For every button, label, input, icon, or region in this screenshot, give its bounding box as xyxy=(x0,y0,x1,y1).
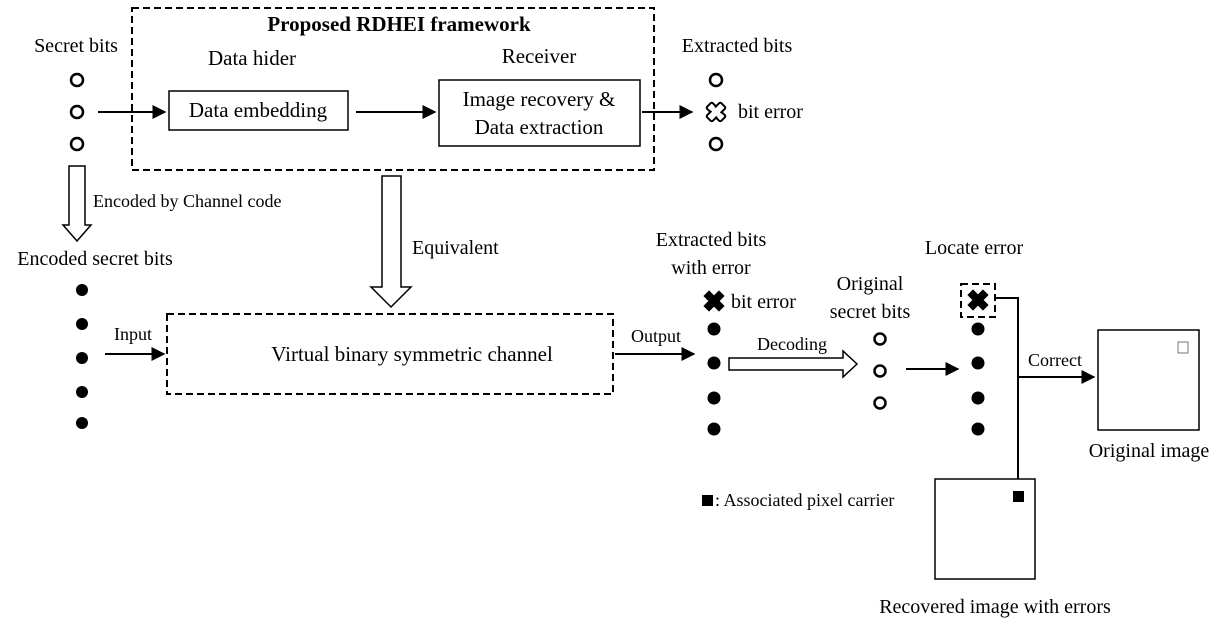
encoded-by-label: Encoded by Channel code xyxy=(93,191,281,211)
original-secret-line1: Original xyxy=(837,273,904,295)
input-label: Input xyxy=(114,324,152,344)
secret-bits-label: Secret bits xyxy=(34,35,118,57)
extracted-bit xyxy=(708,136,724,152)
decoding-hollow-arrow xyxy=(728,349,859,379)
secret-bit xyxy=(69,104,85,120)
located-bit xyxy=(971,422,985,436)
correct-label: Correct xyxy=(1028,350,1082,370)
recovery-line1: Image recovery & xyxy=(463,87,616,111)
secret-bit xyxy=(69,136,85,152)
encoded-hollow-arrow xyxy=(61,165,93,243)
locate-error-dashed-box xyxy=(960,283,996,318)
locate-error-label: Locate error xyxy=(925,237,1024,259)
decoding-label: Decoding xyxy=(757,334,827,354)
original-bit xyxy=(873,364,887,378)
original-bit xyxy=(873,396,887,410)
extracted-bits-label: Extracted bits xyxy=(682,35,793,57)
extracted-with-error-line1: Extracted bits xyxy=(656,229,767,251)
located-error-cross-icon xyxy=(967,289,989,311)
extracted-bit xyxy=(708,72,724,88)
secret-bit xyxy=(69,72,85,88)
extracted-with-error-line2: with error xyxy=(671,257,751,279)
located-bit xyxy=(971,356,985,370)
recovery-extraction-box xyxy=(438,79,641,147)
pixel-carrier-legend-label: : Associated pixel carrier xyxy=(715,490,894,510)
channel-dashed-box xyxy=(166,313,614,395)
data-embedding-box xyxy=(168,90,349,131)
received-bit xyxy=(707,322,721,336)
recovery-line2: Data extraction xyxy=(475,115,604,139)
encoded-bit xyxy=(76,284,88,296)
erroneous-pixel xyxy=(1013,491,1024,502)
located-bit xyxy=(971,322,985,336)
bit-error-filled-cross-icon xyxy=(703,290,725,312)
encoded-bit xyxy=(76,417,88,429)
data-embedding-label: Data embedding xyxy=(189,98,328,122)
framework-title: Proposed RDHEI framework xyxy=(267,12,531,36)
bit-error-cross-icon xyxy=(705,101,727,123)
bit-error-label-2: bit error xyxy=(731,291,796,313)
equivalent-label: Equivalent xyxy=(412,237,499,259)
error-to-pixel-line xyxy=(995,297,1019,492)
original-secret-line2: secret bits xyxy=(830,301,911,323)
located-bit xyxy=(971,391,985,405)
received-bit xyxy=(707,356,721,370)
pixel-carrier-legend-icon xyxy=(702,495,713,506)
encoded-bit xyxy=(76,386,88,398)
encoded-bit xyxy=(76,352,88,364)
received-bit xyxy=(707,422,721,436)
encoded-bit xyxy=(76,318,88,330)
framework-dashed-box xyxy=(131,7,655,171)
original-image-label: Original image xyxy=(1089,440,1210,462)
output-label: Output xyxy=(631,326,681,346)
receiver-label: Receiver xyxy=(502,44,577,68)
encoded-secret-bits-label: Encoded secret bits xyxy=(17,248,173,270)
received-bit xyxy=(707,391,721,405)
restored-pixel xyxy=(1177,341,1189,354)
equivalent-hollow-arrow xyxy=(369,175,413,309)
data-hider-label: Data hider xyxy=(208,46,296,70)
bit-error-label: bit error xyxy=(738,101,803,123)
channel-label: Virtual binary symmetric channel xyxy=(271,342,553,366)
recovered-image-label: Recovered image with errors xyxy=(879,596,1111,618)
original-bit xyxy=(873,332,887,346)
